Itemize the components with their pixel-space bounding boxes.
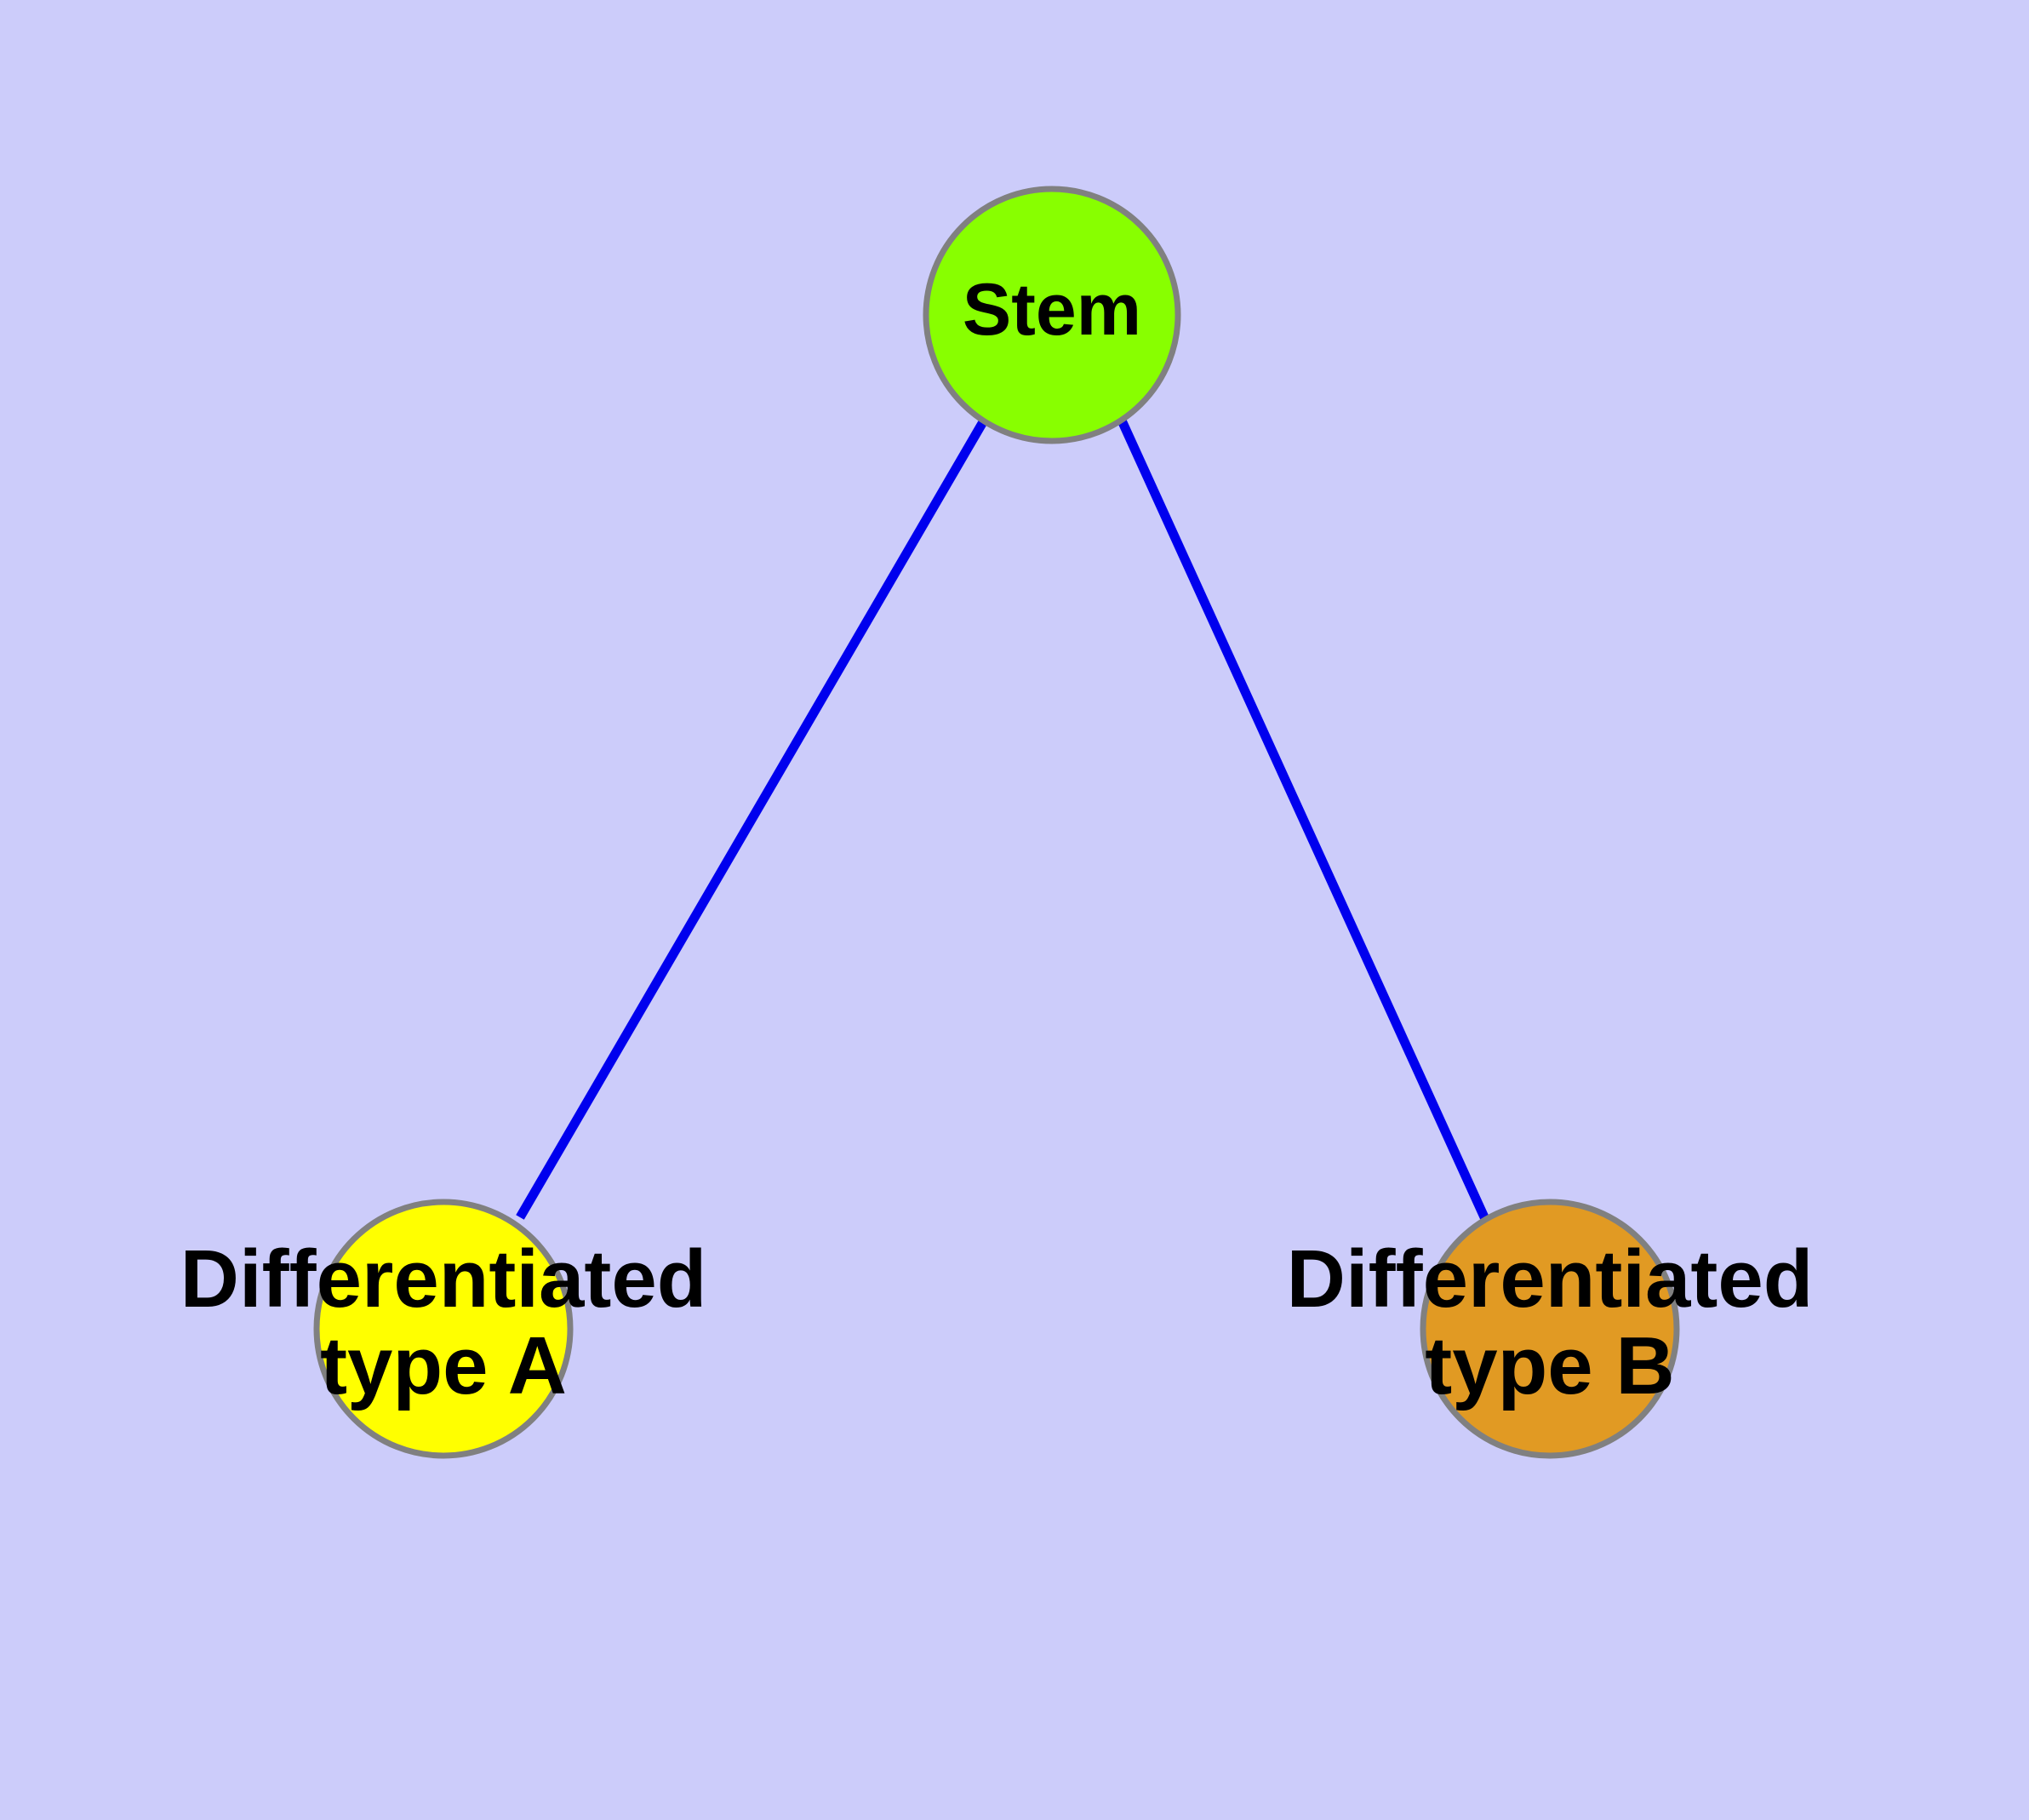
node-stem[interactable] xyxy=(923,186,1181,444)
node-label-line: Differentiated xyxy=(180,1233,707,1325)
node-label-line: type A xyxy=(320,1320,567,1411)
node-differentiated-type-b[interactable] xyxy=(1420,1199,1680,1459)
edge-stem-to-differentiated-b[interactable] xyxy=(1117,418,1490,1222)
node-differentiated-type-a[interactable] xyxy=(313,1199,574,1459)
node-label-line: type B xyxy=(1425,1320,1674,1411)
edge-stem-to-differentiated-a[interactable] xyxy=(516,418,988,1220)
nodes-group xyxy=(313,186,1680,1459)
edges-group xyxy=(516,418,1490,1222)
node-label-stem: Stem xyxy=(963,269,1141,351)
node-label-line: Differentiated xyxy=(1287,1233,1814,1325)
node-label-line: Stem xyxy=(963,269,1141,351)
